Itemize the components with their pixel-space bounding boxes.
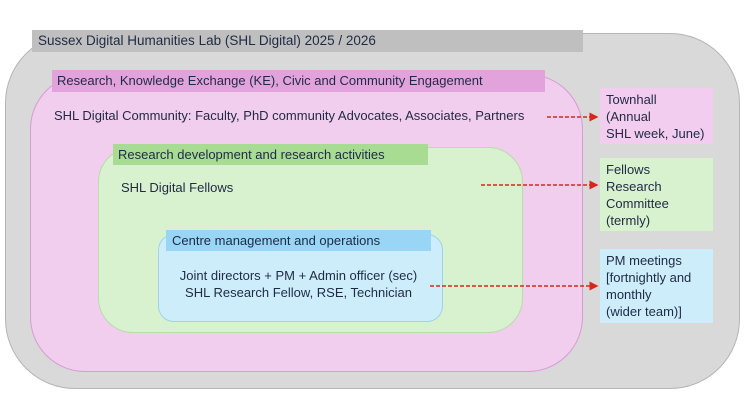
lab-title: Sussex Digital Humanities Lab (SHL Digit… [32,30,583,52]
research-dev-header: Research development and research activi… [113,144,428,165]
meeting-line: Townhall [606,92,657,107]
research-ke-header: Research, Knowledge Exchange (KE), Civic… [52,70,545,92]
meeting-line: [fortnightly and [606,270,692,285]
meeting-line: (Annual [606,109,651,124]
townhall-box: Townhall (Annual SHL week, June) [600,88,713,144]
meeting-line: monthly [606,287,652,302]
fellows-committee-box: Fellows Research Committee (termly) [600,158,713,231]
centre-text: Joint directors + PM + Admin officer (se… [166,267,431,301]
meeting-line: SHL week, June) [606,126,705,141]
centre-line-1: Joint directors + PM + Admin officer (se… [179,268,418,283]
meeting-line: PM meetings [606,253,682,268]
pm-meetings-box: PM meetings [fortnightly and monthly (wi… [600,249,713,323]
community-text: SHL Digital Community: Faculty, PhD comm… [54,108,525,123]
meeting-line: Fellows [606,162,651,177]
meeting-line: (termly) [606,213,651,228]
meeting-line: Research [606,179,662,194]
meeting-line: Committee [606,196,669,211]
centre-line-2: SHL Research Fellow, RSE, Technician [185,285,412,300]
centre-header: Centre management and operations [166,230,431,251]
meeting-line: (wider team)] [606,304,682,319]
fellows-text: SHL Digital Fellows [121,180,234,195]
